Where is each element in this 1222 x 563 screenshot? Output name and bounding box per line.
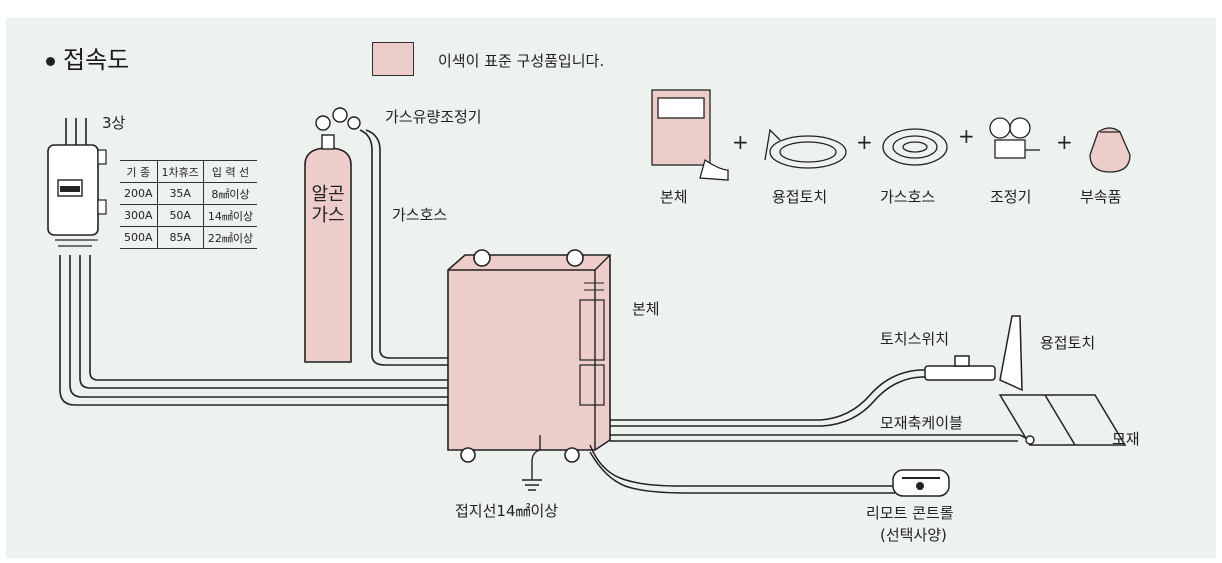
table-header-cell: 입 력 선: [202, 160, 258, 183]
remote-cable-line: [589, 444, 895, 487]
component-label: 용접토치: [772, 188, 828, 206]
torch-switch-label: 토치스위치: [880, 330, 950, 348]
welding-torch-drawing-icon: [924, 315, 1023, 392]
legend-swatch: [372, 42, 414, 76]
table-row: 500A 85A 22㎟이상: [120, 226, 258, 249]
plus-sign: +: [732, 130, 749, 154]
regulator-icon: [989, 117, 1040, 159]
table-header-row: 기 종 1차휴즈 입 력 선: [120, 160, 258, 183]
table-header-cell: 기 종: [120, 160, 158, 183]
table-cell: 300A: [120, 204, 158, 227]
cylinder-label: 알곤 가스: [311, 184, 345, 226]
regulator-label: 가스유량조정기: [385, 108, 482, 126]
component-label: 본체: [660, 188, 688, 206]
welding-torch-label: 용접토치: [1040, 334, 1096, 352]
gas-hose-line: [359, 129, 450, 366]
table-cell: 22㎟이상: [202, 226, 258, 249]
gas-hose-label: 가스호스: [392, 206, 448, 224]
argon-cylinder-icon: [304, 107, 361, 363]
title-bullet: [46, 57, 55, 66]
table-cell: 14㎟이상: [202, 204, 258, 227]
power-cable: [59, 118, 450, 406]
accessory-bag-icon: [1089, 127, 1131, 173]
component-label: 가스호스: [880, 188, 936, 206]
spec-table: 기 종 1차휴즈 입 력 선 200A 35A 8㎟이상 300A 50A 14…: [120, 160, 258, 249]
welding-torch-icon: [764, 128, 847, 169]
main-unit-icon: [447, 249, 611, 463]
remote-control-icon: [892, 469, 950, 497]
welder-unit-icon: [651, 89, 729, 181]
main-unit-label: 본체: [632, 300, 660, 318]
plus-sign: +: [856, 130, 873, 154]
legend-text: 이색이 표준 구성품입니다.: [438, 52, 605, 70]
remote-note: (선택사양): [880, 526, 947, 544]
table-cell: 200A: [120, 182, 158, 205]
torch-hose-line: [610, 369, 990, 421]
base-metal-label: 모재: [1112, 430, 1140, 448]
diagram-panel: [6, 18, 1216, 558]
page-title: 접속도: [63, 46, 130, 74]
breaker-box-icon: [47, 144, 107, 247]
table-cell: 8㎟이상: [202, 182, 258, 205]
plus-sign: +: [1056, 130, 1073, 154]
table-cell: 85A: [156, 226, 204, 249]
component-label: 부속품: [1080, 188, 1122, 206]
base-cable-label: 모재축케이블: [880, 414, 963, 432]
remote-label: 리모트 콘트롤: [866, 504, 954, 522]
plus-sign: +: [958, 124, 975, 148]
table-row: 300A 50A 14㎟이상: [120, 204, 258, 227]
table-cell: 500A: [120, 226, 158, 249]
ground-icon: [522, 435, 542, 491]
base-cable-line: [610, 434, 1031, 441]
table-cell: 35A: [156, 182, 204, 205]
component-label: 조정기: [990, 188, 1032, 206]
base-metal-icon: [998, 394, 1127, 446]
gas-hose-icon: [882, 128, 948, 166]
ground-label: 접지선14㎟이상: [455, 502, 559, 520]
table-cell: 50A: [156, 204, 204, 227]
table-header-cell: 1차휴즈: [156, 160, 204, 183]
phase-label: 3상: [102, 114, 126, 132]
table-row: 200A 35A 8㎟이상: [120, 182, 258, 205]
